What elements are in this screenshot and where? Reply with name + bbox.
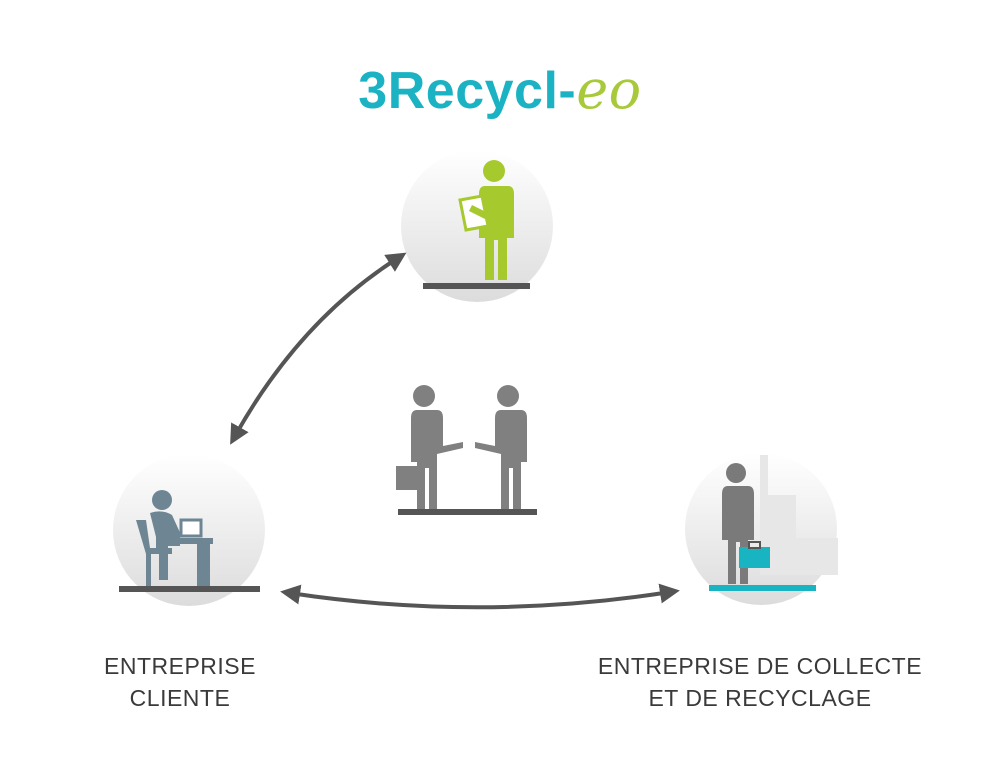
label-client-line2: CLIENTE <box>129 685 231 711</box>
briefcase-icon <box>739 547 770 568</box>
label-collector-line2: ET DE RECYCLAGE <box>648 685 872 711</box>
logo-accent-text: eo <box>576 58 642 121</box>
label-collector-line1: ENTREPRISE DE COLLECTE <box>597 653 923 679</box>
logo-main-text: 3Recycl- <box>358 62 577 120</box>
handshake-icon <box>396 385 537 515</box>
consultant-with-document-icon <box>458 160 514 280</box>
label-collector: ENTREPRISE DE COLLECTE ET DE RECYCLAGE <box>560 650 960 714</box>
logo: 3Recycl-eo <box>0 58 1000 121</box>
label-client-line1: ENTREPRISE <box>104 653 256 679</box>
collector-building-steps <box>760 455 838 575</box>
node-client-floor <box>119 586 260 592</box>
node-collector-floor <box>709 585 816 591</box>
node-collector <box>685 453 838 605</box>
node-consultant <box>401 150 553 302</box>
person-with-briefcase-icon <box>722 463 770 584</box>
person-at-computer-icon <box>136 490 213 586</box>
arrow-client-consultant <box>230 252 407 445</box>
arrow-client-collector <box>280 583 680 610</box>
label-client: ENTREPRISE CLIENTE <box>60 650 300 714</box>
node-client <box>113 454 265 606</box>
node-consultant-floor <box>423 283 530 289</box>
